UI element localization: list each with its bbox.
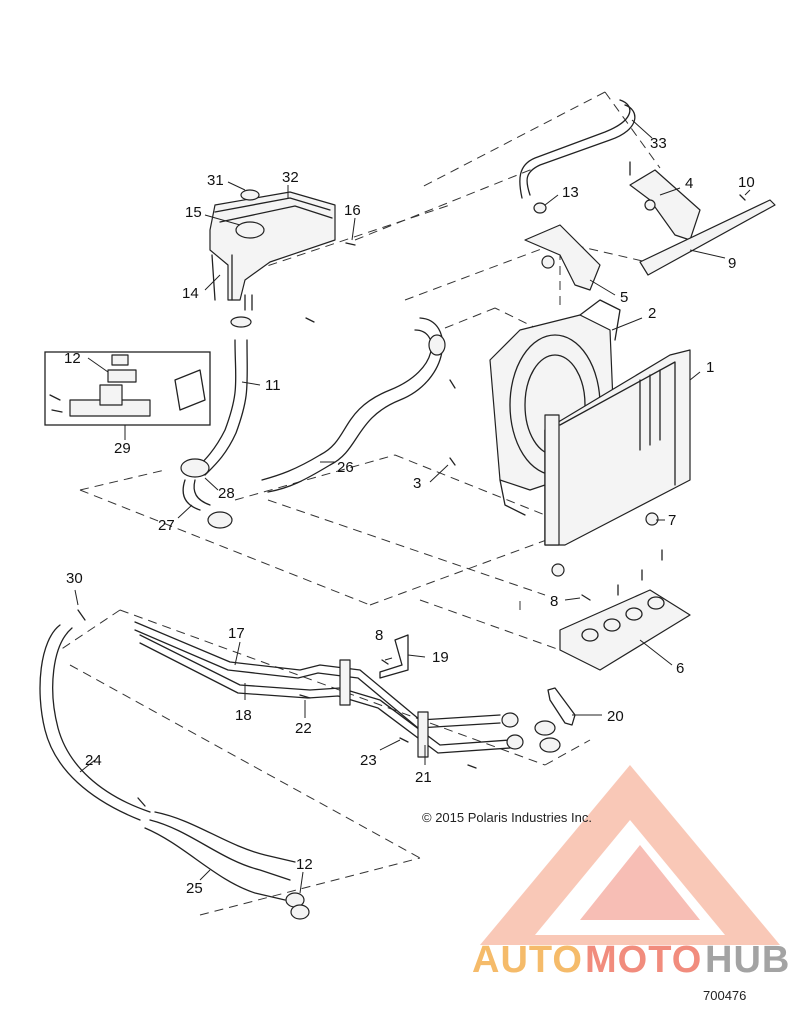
- coolant-reservoir: [209, 189, 336, 311]
- upper-brackets: [519, 99, 776, 291]
- watermark-text-moto: MOTO: [585, 939, 702, 981]
- callout-1: 1: [706, 359, 714, 376]
- coolant-tubes: [134, 621, 561, 758]
- callout-28: 28: [218, 485, 235, 502]
- callout-4: 4: [685, 175, 693, 192]
- callout-30: 30: [66, 570, 83, 587]
- callout-21: 21: [415, 769, 432, 786]
- hose-26: [261, 317, 446, 493]
- callout-22: 22: [295, 720, 312, 737]
- fasteners: [299, 161, 746, 769]
- callout-18: 18: [235, 707, 252, 724]
- callout-27: 27: [158, 517, 175, 534]
- callout-14: 14: [182, 285, 199, 302]
- callout-7: 7: [668, 512, 676, 529]
- lower-bracket: [551, 512, 691, 671]
- callout-16: 16: [344, 202, 361, 219]
- callout-12-lower: 12: [296, 856, 313, 873]
- detail-inset: [44, 351, 211, 426]
- callout-25: 25: [186, 880, 203, 897]
- brackets-19-20: [379, 634, 576, 726]
- callout-33: 33: [650, 135, 667, 152]
- callout-19: 19: [432, 649, 449, 666]
- callout-24: 24: [85, 752, 102, 769]
- copyright-notice: © 2015 Polaris Industries Inc.: [422, 810, 592, 825]
- callout-29: 29: [114, 440, 131, 457]
- watermark-text-auto: AUTO: [472, 939, 583, 981]
- callout-12-inset: 12: [64, 350, 81, 367]
- callout-15: 15: [185, 204, 202, 221]
- callout-labels: 1 2 3 4 5 6 7 8 8 9 10 11 12 12 13 14 15…: [64, 135, 755, 897]
- callout-9: 9: [728, 255, 736, 272]
- alignment-lines: [59, 91, 661, 916]
- callout-13: 13: [562, 184, 579, 201]
- callout-20: 20: [607, 708, 624, 725]
- callout-32: 32: [282, 169, 299, 186]
- hose-11: [194, 316, 252, 476]
- callout-17: 17: [228, 625, 245, 642]
- watermark-triangle-core: [580, 845, 700, 920]
- callout-8-upper: 8: [550, 593, 558, 610]
- callout-8-lower: 8: [375, 627, 383, 644]
- callout-6: 6: [676, 660, 684, 677]
- hose-27-28: [180, 458, 233, 529]
- callout-3: 3: [413, 475, 421, 492]
- radiator: [544, 349, 691, 546]
- callout-10: 10: [738, 174, 755, 191]
- hoses-24-25: [39, 609, 310, 920]
- leader-lines: [74, 119, 751, 894]
- watermark-text-hub: HUB: [705, 939, 790, 981]
- callout-23: 23: [360, 752, 377, 769]
- callout-11: 11: [265, 377, 281, 394]
- watermark-logo: [480, 765, 780, 945]
- watermark-wordmark: AUTO MOTO HUB: [472, 939, 790, 981]
- callout-26: 26: [337, 459, 354, 476]
- callout-31: 31: [207, 172, 224, 189]
- callout-5: 5: [620, 289, 628, 306]
- document-number: 700476: [703, 988, 746, 1003]
- callout-2: 2: [648, 305, 656, 322]
